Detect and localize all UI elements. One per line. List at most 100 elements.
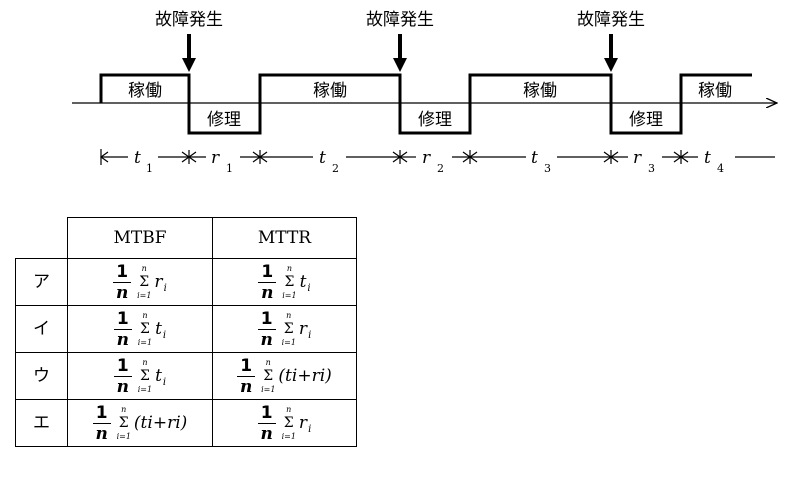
fraction-denominator: n [260, 423, 273, 444]
option-key[interactable]: ウ [15, 352, 68, 400]
interval-index: 1 [226, 162, 233, 175]
summand-sub: i [308, 424, 312, 435]
state-label-repair: 修理 [418, 110, 452, 130]
sigma-lower: i=1 [282, 290, 297, 300]
state-label-operating: 稼働 [313, 81, 347, 101]
summand: (ti+ri) [133, 413, 188, 433]
interval-symbol: t [704, 148, 711, 168]
table-corner [15, 217, 68, 259]
fraction-denominator: n [116, 329, 129, 350]
interval-symbol: t [319, 148, 326, 168]
failure-label: 故障発生 [366, 10, 434, 30]
fraction-numerator: 1 [92, 403, 111, 424]
option-key[interactable]: ア [15, 258, 68, 306]
sigma-upper: n [286, 404, 292, 414]
sigma-lower: i=1 [137, 290, 152, 300]
timeline-diagram: 故障発生 故障発生 故障発生 稼働 修理 稼働 修理 稼働 修理 稼働 t 1 … [72, 10, 804, 175]
interval-index: 2 [437, 162, 444, 175]
header-mtbf: MTBF [67, 217, 213, 259]
failure-arrow [393, 34, 407, 72]
interval-index: 1 [146, 162, 153, 175]
fraction-denominator: n [261, 282, 274, 303]
interval-index: 2 [332, 162, 339, 175]
sigma-upper: n [286, 263, 292, 273]
interval-symbol: r [633, 148, 642, 168]
fraction-numerator: 1 [113, 309, 132, 330]
header-mttr: MTTR [212, 217, 357, 259]
dimension-line [99, 149, 775, 165]
sigma-lower: i=1 [281, 431, 296, 441]
option-key[interactable]: エ [15, 399, 68, 447]
summand-var: t [155, 319, 162, 339]
summand-sub: i [162, 330, 167, 341]
sigma-lower: i=1 [116, 431, 131, 441]
interval-index: 3 [648, 162, 655, 175]
table-header-row: MTBF MTTR [15, 217, 357, 259]
sigma-symbol: Σ [139, 367, 150, 384]
sigma-symbol: Σ [283, 414, 294, 431]
state-label-repair: 修理 [629, 110, 663, 130]
failure-arrow [182, 34, 196, 72]
sigma-upper: n [142, 357, 148, 367]
state-label-operating: 稼働 [523, 81, 557, 101]
sigma-upper: n [265, 357, 271, 367]
sigma-symbol: Σ [284, 273, 295, 290]
fraction-denominator: n [260, 329, 273, 350]
state-label-repair: 修理 [207, 110, 241, 130]
interval-index: 4 [717, 162, 724, 175]
sigma-symbol: Σ [283, 320, 294, 337]
summand-sub: i [307, 283, 311, 294]
fraction-numerator: 1 [257, 403, 276, 424]
interval-symbol: t [531, 148, 538, 168]
fraction-numerator: 1 [258, 262, 277, 283]
failure-label: 故障発生 [155, 10, 223, 30]
summand-var: t [299, 272, 307, 292]
failure-label: 故障発生 [577, 10, 645, 30]
interval-index: 3 [544, 162, 551, 175]
summand: (ti+ri) [278, 366, 332, 386]
sigma-symbol: Σ [118, 414, 129, 431]
sigma-symbol: Σ [139, 273, 150, 290]
fraction-numerator: 1 [113, 356, 132, 377]
sigma-lower: i=1 [281, 337, 296, 347]
summand-var: r [154, 272, 163, 292]
summand-sub: i [162, 377, 167, 388]
fraction-numerator: 1 [237, 356, 256, 377]
sigma-lower: i=1 [137, 384, 153, 394]
summand-sub: i [163, 283, 167, 294]
state-label-operating: 稼働 [128, 81, 162, 101]
sigma-upper: n [286, 310, 292, 320]
option-key[interactable]: イ [15, 305, 68, 353]
sigma-lower: i=1 [137, 337, 153, 347]
